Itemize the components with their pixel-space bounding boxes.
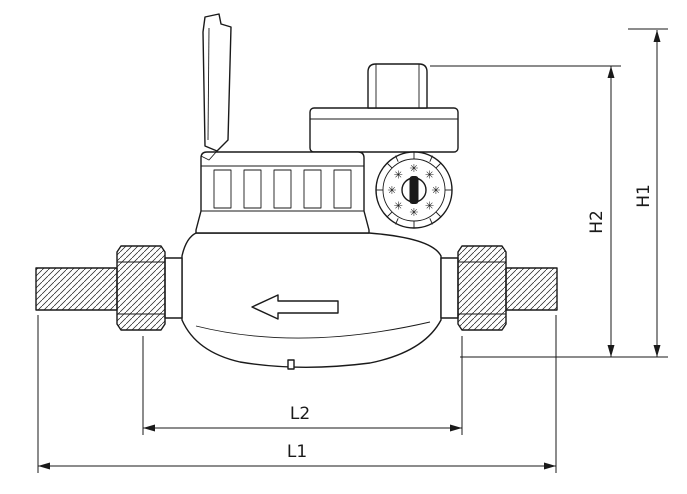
dimension-l2: L2 — [142, 336, 463, 435]
dimension-label-l1: L1 — [287, 442, 307, 462]
lid-inner-edge — [207, 27, 210, 141]
dial-marking-icon: ✳ — [394, 200, 403, 213]
arrow-down-icon — [653, 345, 661, 357]
right-union-nut — [457, 245, 507, 331]
ring-slot — [213, 169, 232, 209]
right-pipe — [505, 267, 558, 311]
dimension-h1: H1 — [460, 28, 668, 358]
dial-slot — [409, 176, 419, 204]
dial-marking-icon: ✳ — [431, 184, 440, 197]
dial-ticks — [376, 152, 452, 228]
ring-slot — [303, 169, 322, 209]
right-connection — [440, 245, 558, 331]
dimension-label-h1: H1 — [634, 184, 654, 208]
arrow-left-icon — [38, 462, 50, 470]
lid-hinge — [200, 150, 218, 161]
arrow-up-icon — [607, 66, 615, 78]
dial-marking-icon: ✳ — [409, 162, 418, 175]
ring-slot — [333, 169, 352, 209]
meter-body-seam — [195, 321, 431, 339]
lid-outline — [202, 13, 232, 152]
dimension-l1: L1 — [37, 315, 557, 473]
arrow-right-icon — [544, 462, 556, 470]
left-flange — [164, 257, 183, 319]
ring-slot — [273, 169, 292, 209]
dimension-h2: H2 — [430, 65, 621, 357]
arrow-left-icon — [143, 424, 155, 432]
arrow-up-icon — [653, 30, 661, 42]
left-connection — [35, 245, 183, 331]
ring-slot — [243, 169, 262, 209]
dial-marking-icon: ✳ — [387, 184, 396, 197]
arrow-right-icon — [450, 424, 462, 432]
dial-marking-icon: ✳ — [425, 200, 434, 213]
drain-plug — [287, 359, 295, 370]
left-pipe — [35, 267, 118, 311]
water-meter-figure: ✳ ✳ ✳ ✳ ✳ ✳ ✳ ✳ — [35, 13, 558, 370]
dial-marking-icon: ✳ — [409, 206, 418, 219]
register-cap-outline — [367, 63, 428, 109]
dial-marking-icon: ✳ — [394, 168, 403, 181]
register-box — [309, 107, 459, 153]
dimension-label-h2: H2 — [587, 210, 607, 234]
right-flange — [440, 257, 459, 319]
meter-body-outline — [181, 232, 442, 368]
dial-markings: ✳ ✳ ✳ ✳ ✳ ✳ ✳ ✳ — [387, 162, 440, 219]
dimension-annotations: H1 H2 L2 L1 — [37, 28, 668, 473]
register-cap — [367, 63, 428, 109]
flow-direction-arrow-icon — [251, 294, 339, 320]
arrow-down-icon — [607, 345, 615, 357]
register-box-outline — [309, 107, 459, 153]
dimension-label-l2: L2 — [290, 404, 310, 424]
register-ring-outline — [195, 151, 370, 234]
dial-marking-icon: ✳ — [425, 168, 434, 181]
hinged-lid — [200, 13, 232, 161]
adjuster-dial: ✳ ✳ ✳ ✳ ✳ ✳ ✳ ✳ — [375, 151, 453, 229]
register-ring — [195, 151, 370, 234]
left-union-nut — [116, 245, 166, 331]
